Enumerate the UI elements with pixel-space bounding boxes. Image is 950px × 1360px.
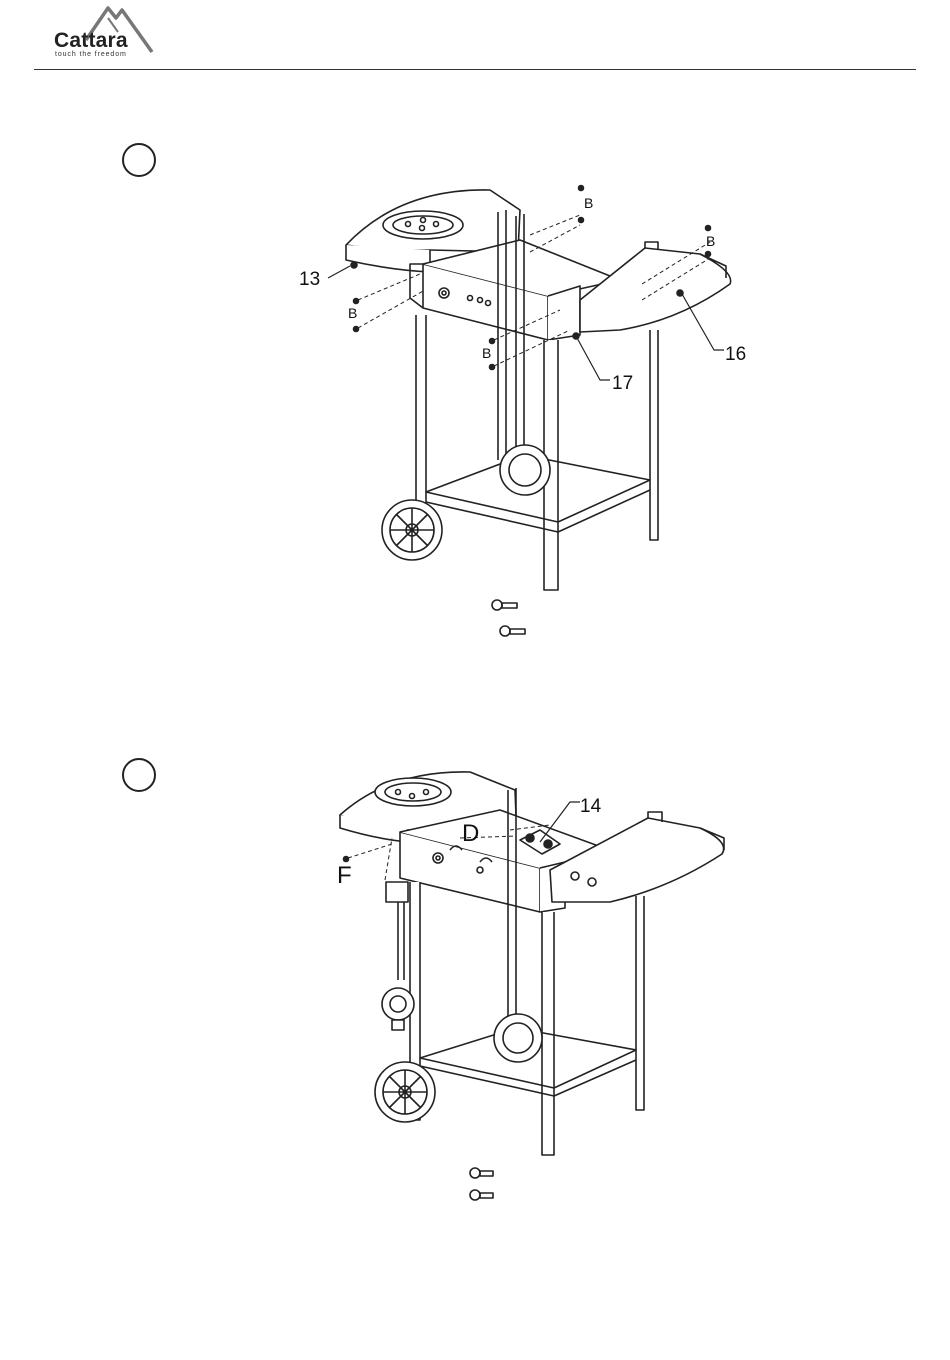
- callout-b-center: B: [482, 346, 491, 360]
- step-1-marker: [122, 143, 156, 177]
- callout-16: 16: [725, 345, 746, 364]
- callout-d: D: [462, 822, 479, 846]
- brand-name: Cattara: [54, 29, 128, 53]
- callout-17: 17: [612, 374, 633, 393]
- callout-b-left: B: [348, 306, 357, 320]
- callout-14: 14: [580, 797, 601, 816]
- callout-b-top-right: B: [584, 196, 593, 210]
- header-divider: [34, 69, 916, 70]
- step-2-marker: [122, 758, 156, 792]
- step-2-assembly-diagram: [330, 770, 740, 1210]
- brand-tagline: touch the freedom: [55, 51, 127, 58]
- callout-f: F: [337, 864, 352, 888]
- step-1-assembly-diagram: [280, 180, 760, 650]
- callout-13: 13: [299, 270, 320, 289]
- callout-b-right-table: B: [706, 234, 715, 248]
- page-header: Cattara touch the freedom: [0, 0, 950, 75]
